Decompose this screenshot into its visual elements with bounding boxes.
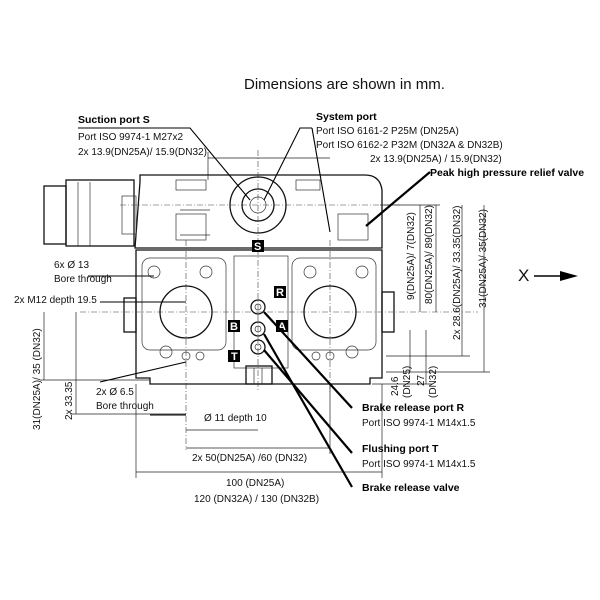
tag-r-letter: R: [276, 287, 284, 299]
bolt-hole: [199, 265, 213, 279]
flushing-port-title: Flushing port T: [362, 443, 439, 455]
tag-s-letter: S: [254, 241, 261, 253]
bore-65-count: 2x Ø 6.5: [96, 387, 134, 398]
system-port-spec1: Port ISO 6161-2 P25M (DN25A): [316, 126, 459, 137]
tag-r: [274, 286, 286, 298]
left-3335-dim: 2x 33.35: [64, 381, 75, 420]
peak-valve-leader: [365, 171, 431, 227]
suction-leader: [78, 127, 251, 201]
suction-port-title: Suction port S: [78, 114, 150, 126]
brake-valve-spool: [250, 321, 266, 337]
bolt-hole: [345, 345, 359, 359]
brake-release-port-leader: [263, 311, 353, 409]
brake-valve-title: Brake release valve: [362, 482, 460, 494]
bore-13-note: Bore through: [54, 274, 112, 285]
spacing-50-dim: 2x 50(DN25A) /60 (DN32): [192, 453, 307, 464]
system-leader: [263, 127, 312, 201]
port-letter-tags: S R B A T: [228, 240, 288, 363]
brake-release-port-spec: Port ISO 9974-1 M14x1.5: [362, 418, 476, 429]
tag-a-letter: A: [278, 321, 286, 333]
right-7-dim: 9(DN25A)/ 7(DN32): [406, 212, 417, 300]
bore-13-count: 6x Ø 13: [54, 260, 89, 271]
depth-11-dim: Ø 11 depth 10: [204, 413, 267, 424]
bore-6-5: [325, 351, 335, 361]
bore-6-5: [181, 351, 191, 361]
center-lines: [80, 150, 478, 450]
solenoid-body: [65, 179, 135, 247]
left-flange: [123, 297, 137, 333]
peak-valve-title: Peak high pressure relief valve: [430, 167, 584, 179]
right-dn32-note: (DN32): [428, 366, 439, 398]
bore-65-note: Bore through: [96, 401, 154, 412]
system-port-spec2: Port ISO 6162-2 P32M (DN32A & DN32B): [316, 140, 503, 151]
flushing-port-leader: [263, 349, 353, 454]
tag-b: [228, 320, 240, 332]
right-dn25-note: (DN25): [402, 366, 413, 398]
system-port-title: System port: [316, 111, 377, 123]
top-housing: [134, 174, 383, 249]
bolt-hole: [303, 265, 317, 279]
manifold-block: [135, 249, 383, 385]
tag-s: [252, 240, 264, 252]
right-246-dim: 24.6: [390, 376, 401, 396]
suction-spacing-dim: 2x 13.9(DN25A)/ 15.9(DN32): [78, 147, 207, 158]
suction-port-outer: [229, 176, 287, 234]
x-arrow-head-icon: [560, 271, 578, 281]
brake-release-port-r: [250, 299, 266, 315]
port-b-bore: [159, 285, 213, 339]
x-direction-indicator: X: [518, 266, 578, 285]
flushing-port-t: [250, 339, 266, 355]
brake-valve-leader: [263, 333, 353, 488]
labels: Suction port S Port ISO 9974-1 M27x2 2x …: [14, 111, 584, 505]
ports: [147, 176, 369, 361]
width-100-dim: 100 (DN25A): [226, 478, 284, 489]
system-spacing-dim: 2x 13.9(DN25A) / 15.9(DN32): [370, 154, 502, 165]
flushing-port-spec: Port ISO 9974-1 M14x1.5: [362, 459, 476, 470]
port-a-bore: [303, 285, 357, 339]
tag-t: [228, 350, 240, 362]
brake-release-port-title: Brake release port R: [362, 402, 465, 414]
right-27-dim: 27: [416, 374, 427, 386]
right-89-dim: 80(DN25A)/ 89(DN32): [424, 205, 435, 304]
x-axis-label: X: [518, 266, 529, 285]
suction-port: [241, 188, 275, 222]
solenoid-cap: [43, 185, 67, 245]
dimension-lines: [40, 152, 490, 478]
bolt-hole: [355, 265, 369, 279]
leader-lines: [78, 127, 431, 488]
tag-t-letter: T: [231, 351, 238, 363]
m12-dim: 2x M12 depth 19.5: [14, 295, 97, 306]
page-title: Dimensions are shown in mm.: [244, 76, 445, 93]
right-35-dim: 31(DN25A)/ 35(DN32): [478, 209, 489, 308]
left-31-dim: 31(DN25A)/ 35 (DN32): [32, 328, 43, 430]
width-120-dim: 120 (DN32A) / 130 (DN32B): [194, 494, 319, 505]
bolt-hole: [147, 265, 161, 279]
right-3335-dim: 2x 28.6(DN25A)/ 33.35(DN32): [452, 205, 463, 340]
suction-port-spec: Port ISO 9974-1 M27x2: [78, 132, 183, 143]
tag-b-letter: B: [230, 321, 238, 333]
bolt-hole: [159, 345, 173, 359]
